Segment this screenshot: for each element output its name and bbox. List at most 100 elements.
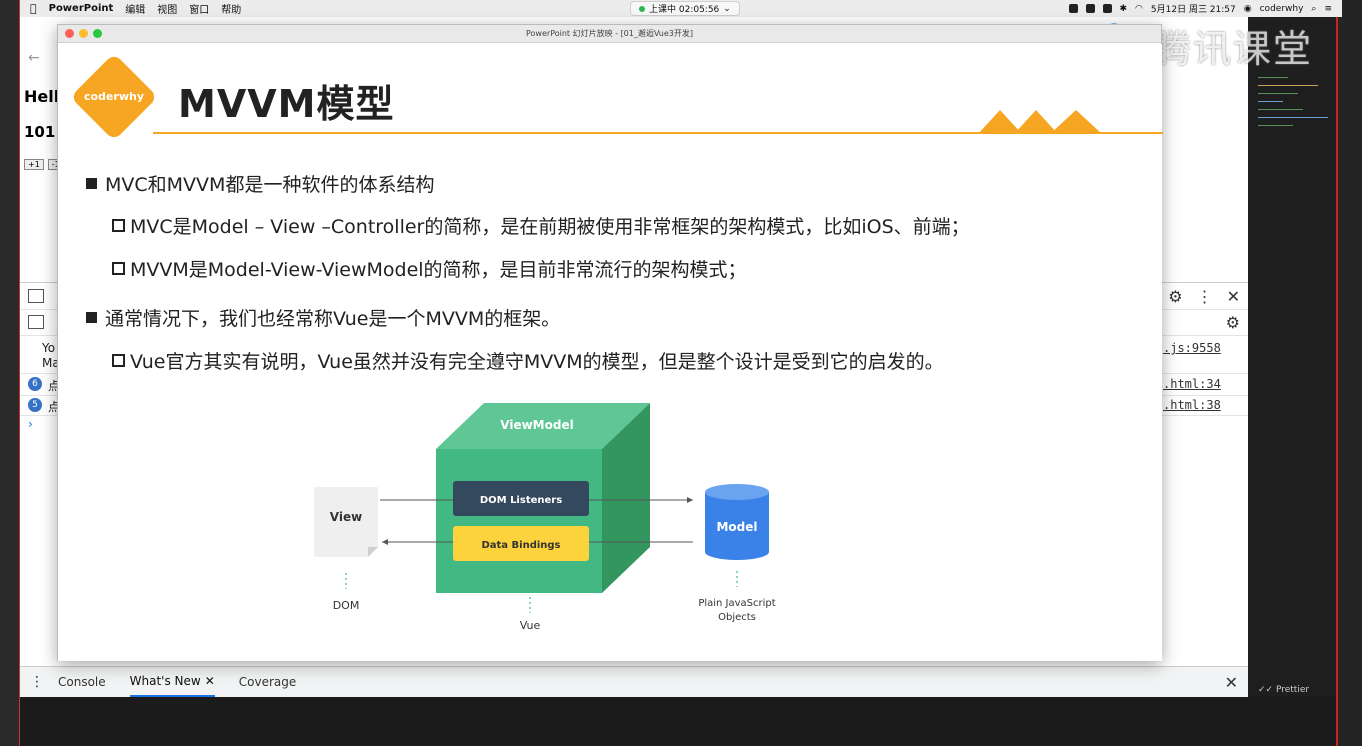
menubar-user[interactable]: coderwhy <box>1259 3 1304 14</box>
dom-listeners-box <box>453 481 589 516</box>
minimize-window-button[interactable] <box>79 29 88 38</box>
back-arrow-icon[interactable]: ← <box>28 50 40 66</box>
model-cylinder-bottom <box>705 544 769 560</box>
close-window-button[interactable] <box>65 29 74 38</box>
console-message: Ma <box>42 356 60 370</box>
bullet-text: 通常情况下，我们也经常称Vue是一个MVVM的框架。 <box>105 308 561 330</box>
bullet-item: 通常情况下，我们也经常称Vue是一个MVVM的框架。 <box>86 304 560 331</box>
bullet-item: MVC和MVVM都是一种软件的体系结构 <box>86 170 434 197</box>
filled-square-bullet-icon <box>86 178 97 189</box>
desktop-right-edge <box>1336 0 1362 746</box>
inspect-element-icon[interactable] <box>28 289 44 303</box>
model-label: Model <box>716 520 757 534</box>
model-cylinder-top <box>705 484 769 500</box>
live-dot-icon <box>639 5 645 12</box>
console-source-link[interactable]: .js:9558 <box>1163 341 1221 355</box>
desktop-left-edge <box>0 0 20 746</box>
tab-coverage[interactable]: Coverage <box>238 675 297 689</box>
gear-icon[interactable]: ⚙ <box>1168 287 1183 306</box>
decorative-peaks-icon <box>978 110 1102 134</box>
hollow-square-bullet-icon <box>112 219 125 232</box>
minimap-line <box>1258 85 1318 86</box>
console-source-link[interactable]: .html:34 <box>1163 377 1221 391</box>
hollow-square-bullet-icon <box>112 354 125 367</box>
tab-whats-new-label: What's New <box>129 674 201 688</box>
user-icon: ◉ <box>1243 3 1252 14</box>
view-document-fold <box>368 547 378 557</box>
logo-text: coderwhy <box>83 90 144 103</box>
title-rule <box>153 132 1163 134</box>
bullet-text: MVC是Model – View –Controller的简称，是在前期被使用非… <box>130 216 970 238</box>
control-center-icon[interactable]: ≡ <box>1324 3 1332 14</box>
prettier-status-label: Prettier <box>1275 685 1310 695</box>
viewmodel-cube-top <box>436 403 650 449</box>
drawer-menu-icon[interactable]: ⋮ <box>30 674 44 690</box>
filled-square-bullet-icon <box>86 312 97 323</box>
status-icon[interactable] <box>1102 4 1112 13</box>
repeat-count-badge: 6 <box>28 377 42 391</box>
bluetooth-icon[interactable]: ✱ <box>1119 3 1128 14</box>
minimap-line <box>1258 93 1298 94</box>
view-label: View <box>330 510 362 524</box>
plain-js-caption-line2: Objects <box>718 612 756 623</box>
prettier-status[interactable]: ✓✓ Prettier <box>1258 685 1310 695</box>
sub-bullet-item: MVVM是Model-View-ViewModel的简称，是目前非常流行的架构模… <box>112 255 747 282</box>
watermark-text: 腾讯课堂 <box>1153 27 1314 71</box>
menu-window[interactable]: 窗口 <box>182 5 209 16</box>
bullet-text: MVC和MVVM都是一种软件的体系结构 <box>105 174 435 196</box>
vue-caption: Vue <box>520 619 541 632</box>
minimap-line <box>1258 125 1293 126</box>
repeat-count-badge: 5 <box>28 398 42 412</box>
console-prompt[interactable]: › <box>28 417 33 431</box>
chevron-down-icon: ⌄ <box>723 3 731 14</box>
minimap-line <box>1258 117 1328 118</box>
ppt-window-title: PowerPoint 幻灯片放映 - [01_邂逅Vue3开发] <box>526 29 693 38</box>
menu-help[interactable]: 帮助 <box>214 5 241 16</box>
menubar-status: ✱ ◠ 5月12日 周三 21:57 ◉ coderwhy ⌕ ≡ <box>1068 0 1332 17</box>
status-icon[interactable] <box>1085 4 1095 13</box>
browser-nav: ← <box>20 43 60 73</box>
minimap-line <box>1258 101 1283 102</box>
minimap-line <box>1258 77 1288 78</box>
menubar-datetime[interactable]: 5月12日 周三 21:57 <box>1150 5 1236 15</box>
plain-js-caption-line1: Plain JavaScript <box>698 598 775 609</box>
search-icon[interactable]: ⌕ <box>1311 3 1317 14</box>
console-source-link[interactable]: .html:38 <box>1163 398 1221 412</box>
increment-button[interactable]: +1 <box>24 159 44 170</box>
menubar-app-name[interactable]: PowerPoint <box>42 3 114 14</box>
viewmodel-label: ViewModel <box>500 418 573 432</box>
devtools-toolbar-right: ⚙ ⋮ ✕ <box>1168 287 1240 306</box>
data-bindings-label: Data Bindings <box>481 540 560 551</box>
menubar:  PowerPoint 编辑 视图 窗口 帮助 上课中 02:05:56 ⌄ … <box>20 0 1342 17</box>
counter-buttons: +1 -1 <box>24 159 64 170</box>
menu-edit[interactable]: 编辑 <box>118 5 145 16</box>
hollow-square-bullet-icon <box>112 262 125 275</box>
viewmodel-cube-front <box>436 449 602 593</box>
tab-whats-new[interactable]: What's New✕ <box>129 667 215 697</box>
apple-icon[interactable]:  <box>30 2 37 15</box>
console-settings-gear-icon[interactable]: ⚙ <box>1225 313 1240 332</box>
ppt-slideshow-window: PowerPoint 幻灯片放映 - [01_邂逅Vue3开发] coderwh… <box>57 24 1163 661</box>
maximize-window-button[interactable] <box>93 29 102 38</box>
slide-title: MVVM模型 <box>178 82 395 126</box>
close-icon[interactable]: ✕ <box>1226 287 1240 306</box>
code-editor: ✓✓ Prettier <box>1248 17 1336 697</box>
window-controls <box>65 29 102 38</box>
slide: coderwhy MVVM模型 MVC和MVVM都是一种软件的体系结构 MVC是… <box>58 44 1163 661</box>
sub-bullet-item: MVC是Model – View –Controller的简称，是在前期被使用非… <box>112 212 970 239</box>
menu-view[interactable]: 视图 <box>150 5 177 16</box>
kebab-menu-icon[interactable]: ⋮ <box>1196 287 1213 306</box>
sub-bullet-item: Vue官方其实有说明，Vue虽然并没有完全遵守MVVM的模型，但是整个设计是受到… <box>112 347 944 374</box>
viewmodel-cube-side <box>602 403 650 593</box>
mvvm-diagram: ViewModel DOM Listeners Data Bindings Vi… <box>314 403 776 632</box>
close-icon[interactable]: ✕ <box>204 674 215 688</box>
wifi-icon[interactable]: ◠ <box>1135 3 1143 14</box>
tab-console[interactable]: Console <box>58 675 106 689</box>
close-drawer-icon[interactable]: ✕ <box>1224 672 1238 692</box>
class-timer[interactable]: 上课中 02:05:56 ⌄ <box>630 1 740 16</box>
sidebar-toggle-icon[interactable] <box>28 315 44 329</box>
status-icon[interactable] <box>1068 4 1078 13</box>
model-cylinder-body <box>705 492 769 552</box>
data-bindings-box <box>453 526 589 561</box>
class-timer-text: 上课中 02:05:56 <box>649 5 720 15</box>
